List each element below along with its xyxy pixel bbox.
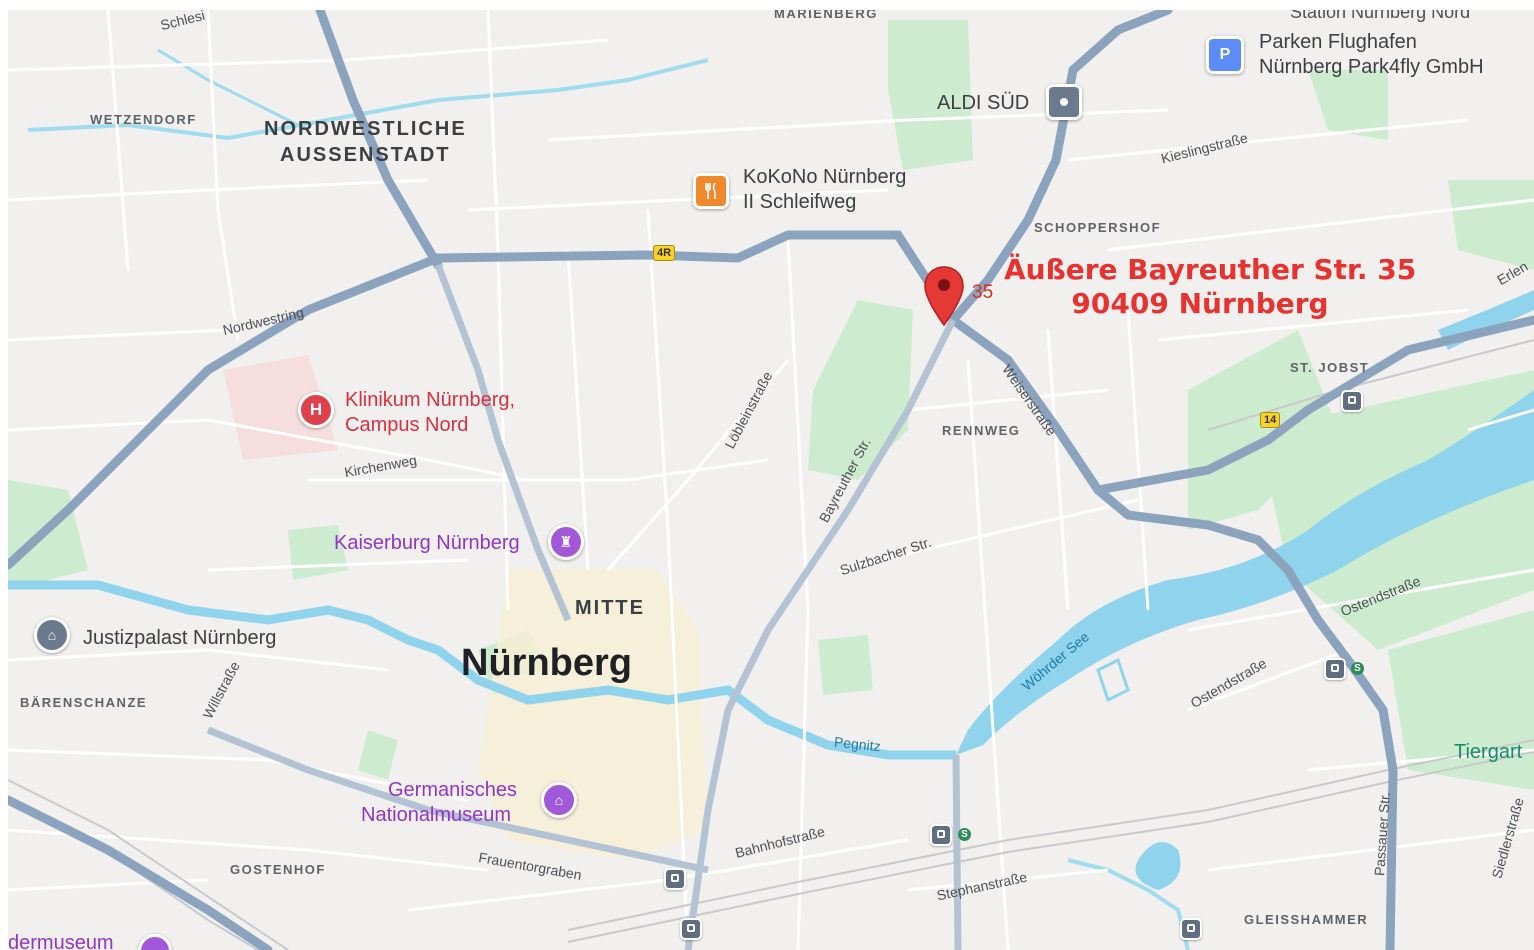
poi-germanisches-line1[interactable]: Germanisches <box>388 779 517 801</box>
district-rennweg: RENNWEG <box>942 423 1021 438</box>
poi-tiergarten-label[interactable]: Tiergart <box>1454 741 1523 763</box>
courthouse-icon[interactable]: ⌂ <box>34 617 70 653</box>
poi-germanisches-line2[interactable]: Nationalmuseum <box>361 804 512 826</box>
poi-klinikum-line2[interactable]: Campus Nord <box>345 414 469 436</box>
route-14-badge: 14 <box>1260 412 1281 428</box>
sbahn-icon[interactable]: S <box>958 828 971 841</box>
poi-parken-line2[interactable]: Nürnberg Park4fly GmbH <box>1259 56 1484 78</box>
district-baerenschanze: BÄRENSCHANZE <box>20 695 148 710</box>
minor-streets <box>8 10 1534 950</box>
city-label: Nürnberg <box>461 642 632 684</box>
shopping-icon[interactable] <box>1046 84 1082 120</box>
transit-stop-icon[interactable] <box>680 918 702 940</box>
transit-stop-icon[interactable] <box>1324 658 1346 680</box>
district-schoppershof: SCHOPPERSHOF <box>1034 220 1162 235</box>
address-callout: Äußere Bayreuther Str. 35 90409 Nürnberg <box>1004 253 1417 321</box>
poi-kokono-line2[interactable]: II Schleifweg <box>743 191 857 213</box>
sbahn-icon[interactable]: S <box>1351 662 1364 675</box>
address-line-1: Äußere Bayreuther Str. 35 <box>1004 253 1417 286</box>
district-aussenstadt: AUSSENSTADT <box>280 144 451 166</box>
map-canvas[interactable]: MARIENBERG WETZENDORF NORDWESTLICHE AUSS… <box>8 10 1534 950</box>
parking-icon[interactable]: P <box>1206 36 1244 74</box>
hospital-icon[interactable]: H <box>298 392 334 428</box>
poi-klinikum-line1[interactable]: Klinikum Nürnberg, <box>345 389 516 411</box>
poi-kaiserburg-label[interactable]: Kaiserburg Nürnberg <box>334 532 520 554</box>
poi-aldi-label[interactable]: ALDI SÜD <box>937 92 1030 114</box>
poi-kokono-line1[interactable]: KoKoNo Nürnberg <box>743 166 907 188</box>
restaurant-icon[interactable] <box>693 173 729 209</box>
ring-road-badge: 4R <box>653 245 676 261</box>
hospital-area <box>223 355 338 460</box>
district-st-jobst: ST. JOBST <box>1290 360 1370 375</box>
district-marienberg: MARIENBERG <box>774 10 878 21</box>
transit-stop-icon[interactable] <box>1180 918 1202 940</box>
arterial-roads <box>206 263 962 950</box>
transit-stop-icon[interactable] <box>1341 390 1363 412</box>
river-pegnitz <box>8 580 956 760</box>
district-gostenhof: GOSTENHOF <box>230 862 326 877</box>
old-town-area <box>478 570 708 860</box>
museum-icon[interactable]: ⌂ <box>541 782 577 818</box>
address-line-2: 90409 Nürnberg <box>1071 287 1329 320</box>
transit-stop-icon[interactable] <box>664 868 686 890</box>
poi-justizpalast-label[interactable]: Justizpalast Nürnberg <box>83 627 277 649</box>
station-nuernberg-nord-cut: Station Nürnberg Nord <box>1290 10 1471 22</box>
poi-parken-line1[interactable]: Parken Flughafen <box>1259 31 1417 53</box>
district-wetzendorf: WETZENDORF <box>90 112 197 127</box>
transit-stop-icon[interactable] <box>930 824 952 846</box>
district-nordwestliche: NORDWESTLICHE <box>264 118 467 140</box>
district-gleisshammer: GLEISSHAMMER <box>1244 912 1369 927</box>
map-base-layer <box>8 10 1534 950</box>
poi-dermuseum-label[interactable]: dermuseum <box>8 932 114 950</box>
house-number-label: 35 <box>972 282 994 303</box>
district-mitte: MITTE <box>575 597 645 619</box>
castle-icon[interactable]: ♜ <box>548 524 584 560</box>
major-roads <box>8 10 1534 950</box>
map-pin-icon[interactable] <box>923 265 965 327</box>
